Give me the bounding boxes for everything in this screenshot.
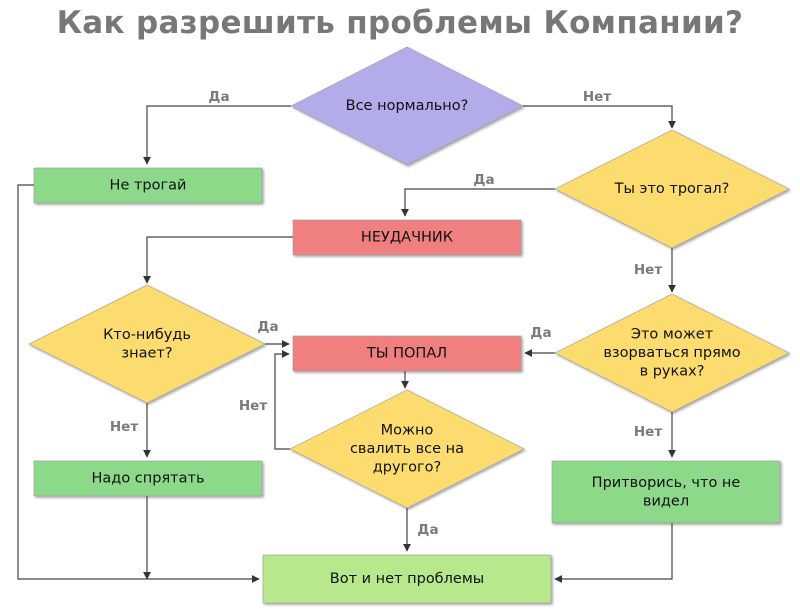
edge-label-no: Нет bbox=[239, 398, 267, 414]
node-label: в руках? bbox=[640, 364, 705, 380]
edge-touched-yes bbox=[401, 188, 555, 217]
node-label: Можно bbox=[381, 423, 434, 439]
edge-label-no: Нет bbox=[634, 262, 662, 278]
node-shape bbox=[551, 460, 781, 524]
node-q-knows: Кто-нибудь знает? bbox=[28, 284, 266, 404]
edge-ok-yes bbox=[143, 105, 291, 165]
node-label: знает? bbox=[121, 345, 172, 361]
edge-label-no: Нет bbox=[583, 89, 611, 105]
node-pretend: Притворись, что не видел bbox=[551, 460, 781, 524]
edge-blame-no bbox=[274, 350, 290, 450]
node-shape bbox=[289, 389, 525, 509]
node-no-problem: Вот и нет проблемы bbox=[262, 554, 552, 604]
node-label: видел bbox=[643, 493, 689, 509]
node-caught: ТЫ ПОПАЛ bbox=[292, 335, 522, 372]
nodes: Все нормально? Не трогай Ты это трогал? НЕУ… bbox=[28, 46, 790, 604]
node-shape bbox=[33, 460, 263, 497]
page-title: Как разрешить проблемы Компании? bbox=[56, 5, 744, 41]
node-label: Все нормально? bbox=[346, 98, 469, 114]
node-leave: Не трогай bbox=[33, 167, 263, 204]
node-label: взорваться прямо bbox=[603, 345, 740, 361]
node-label: другого? bbox=[373, 460, 442, 476]
edge-loser bbox=[143, 236, 293, 284]
node-shape bbox=[554, 293, 790, 413]
node-label: Ты это трогал? bbox=[614, 181, 730, 197]
node-label: Вот и нет проблемы bbox=[330, 571, 484, 587]
node-shape bbox=[292, 219, 522, 256]
edge-label-no: Нет bbox=[110, 419, 138, 435]
node-label: Это может bbox=[631, 327, 714, 343]
edge-label-yes: Да bbox=[417, 522, 438, 538]
edge-leave bbox=[17, 184, 260, 583]
node-label: ТЫ ПОПАЛ bbox=[366, 346, 447, 362]
node-hide: Надо спрятать bbox=[33, 460, 263, 497]
node-shape bbox=[292, 335, 522, 372]
node-q-ok: Все нормально? bbox=[290, 46, 524, 166]
node-label: НЕУДАЧНИК bbox=[361, 230, 454, 246]
edge-pretend bbox=[554, 523, 673, 583]
node-shape bbox=[554, 129, 790, 249]
edge-ok-no bbox=[523, 105, 676, 129]
edge-label-yes: Да bbox=[257, 319, 278, 335]
edge-label-yes: Да bbox=[530, 325, 551, 341]
node-loser: НЕУДАЧНИК bbox=[292, 219, 522, 256]
edges bbox=[17, 105, 676, 583]
node-shape bbox=[290, 46, 524, 166]
node-label: свалить все на bbox=[350, 441, 464, 457]
node-label: Не трогай bbox=[110, 178, 187, 194]
edge-label-yes: Да bbox=[208, 89, 229, 105]
edge-label-no: Нет bbox=[634, 424, 662, 440]
node-shape bbox=[28, 284, 266, 404]
node-label: Надо спрятать bbox=[92, 471, 205, 487]
edge-label-yes: Да bbox=[473, 172, 494, 188]
node-shape bbox=[262, 554, 552, 604]
node-q-blame: Можно свалить все на другого? bbox=[289, 389, 525, 509]
node-shape bbox=[33, 167, 263, 204]
node-label: Кто-нибудь bbox=[103, 327, 191, 343]
node-label: Притворись, что не bbox=[592, 475, 741, 491]
node-q-explode: Это может взорваться прямо в руках? bbox=[554, 293, 790, 413]
node-q-touched: Ты это трогал? bbox=[554, 129, 790, 249]
